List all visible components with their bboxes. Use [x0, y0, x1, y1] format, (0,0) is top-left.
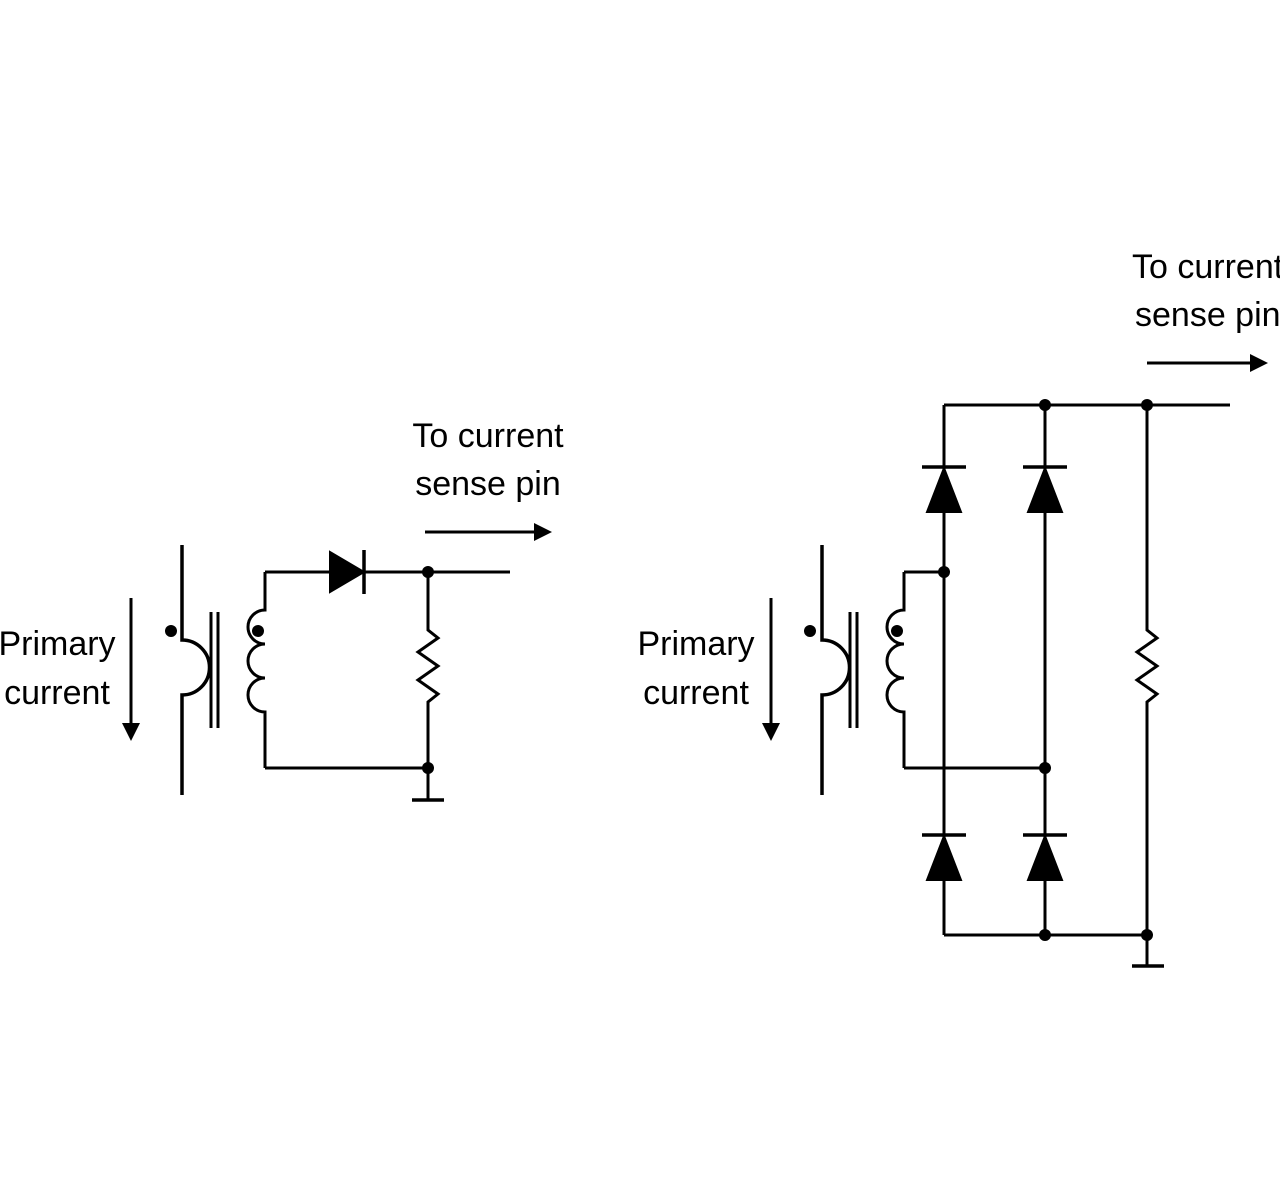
right-primary-label-line1: Primary: [637, 625, 754, 663]
right-secondary-polarity-dot: [891, 625, 903, 637]
left-junction-top: [422, 566, 434, 578]
left-circuit: Primary current To current sense pin: [0, 417, 564, 802]
right-resistor: [1134, 405, 1160, 935]
left-primary-label-line2: current: [4, 674, 110, 712]
right-circuit: Primary current To current sense pin: [637, 248, 1280, 968]
left-output-label-line1: To current: [412, 417, 564, 455]
right-diode-lower-left: [925, 833, 963, 881]
right-primary-label-line2: current: [643, 674, 749, 712]
right-output-label-line1: To current: [1132, 248, 1280, 286]
left-secondary-polarity-dot: [252, 625, 264, 637]
right-secondary-winding: [885, 572, 906, 768]
left-output-label-line2: sense pin: [415, 465, 561, 503]
right-diode-upper-left: [925, 465, 963, 513]
right-primary-polarity-dot: [804, 625, 816, 637]
left-primary-conductor: [180, 545, 212, 795]
left-resistor: [415, 572, 441, 768]
right-diode-upper-right: [1026, 465, 1064, 513]
right-output-label-line2: sense pin: [1135, 296, 1280, 334]
left-diode: [329, 550, 366, 594]
right-diode-lower-right: [1026, 833, 1064, 881]
left-primary-label-line1: Primary: [0, 625, 116, 663]
left-secondary-winding: [246, 572, 267, 768]
right-primary-conductor: [820, 545, 852, 795]
left-primary-polarity-dot: [165, 625, 177, 637]
